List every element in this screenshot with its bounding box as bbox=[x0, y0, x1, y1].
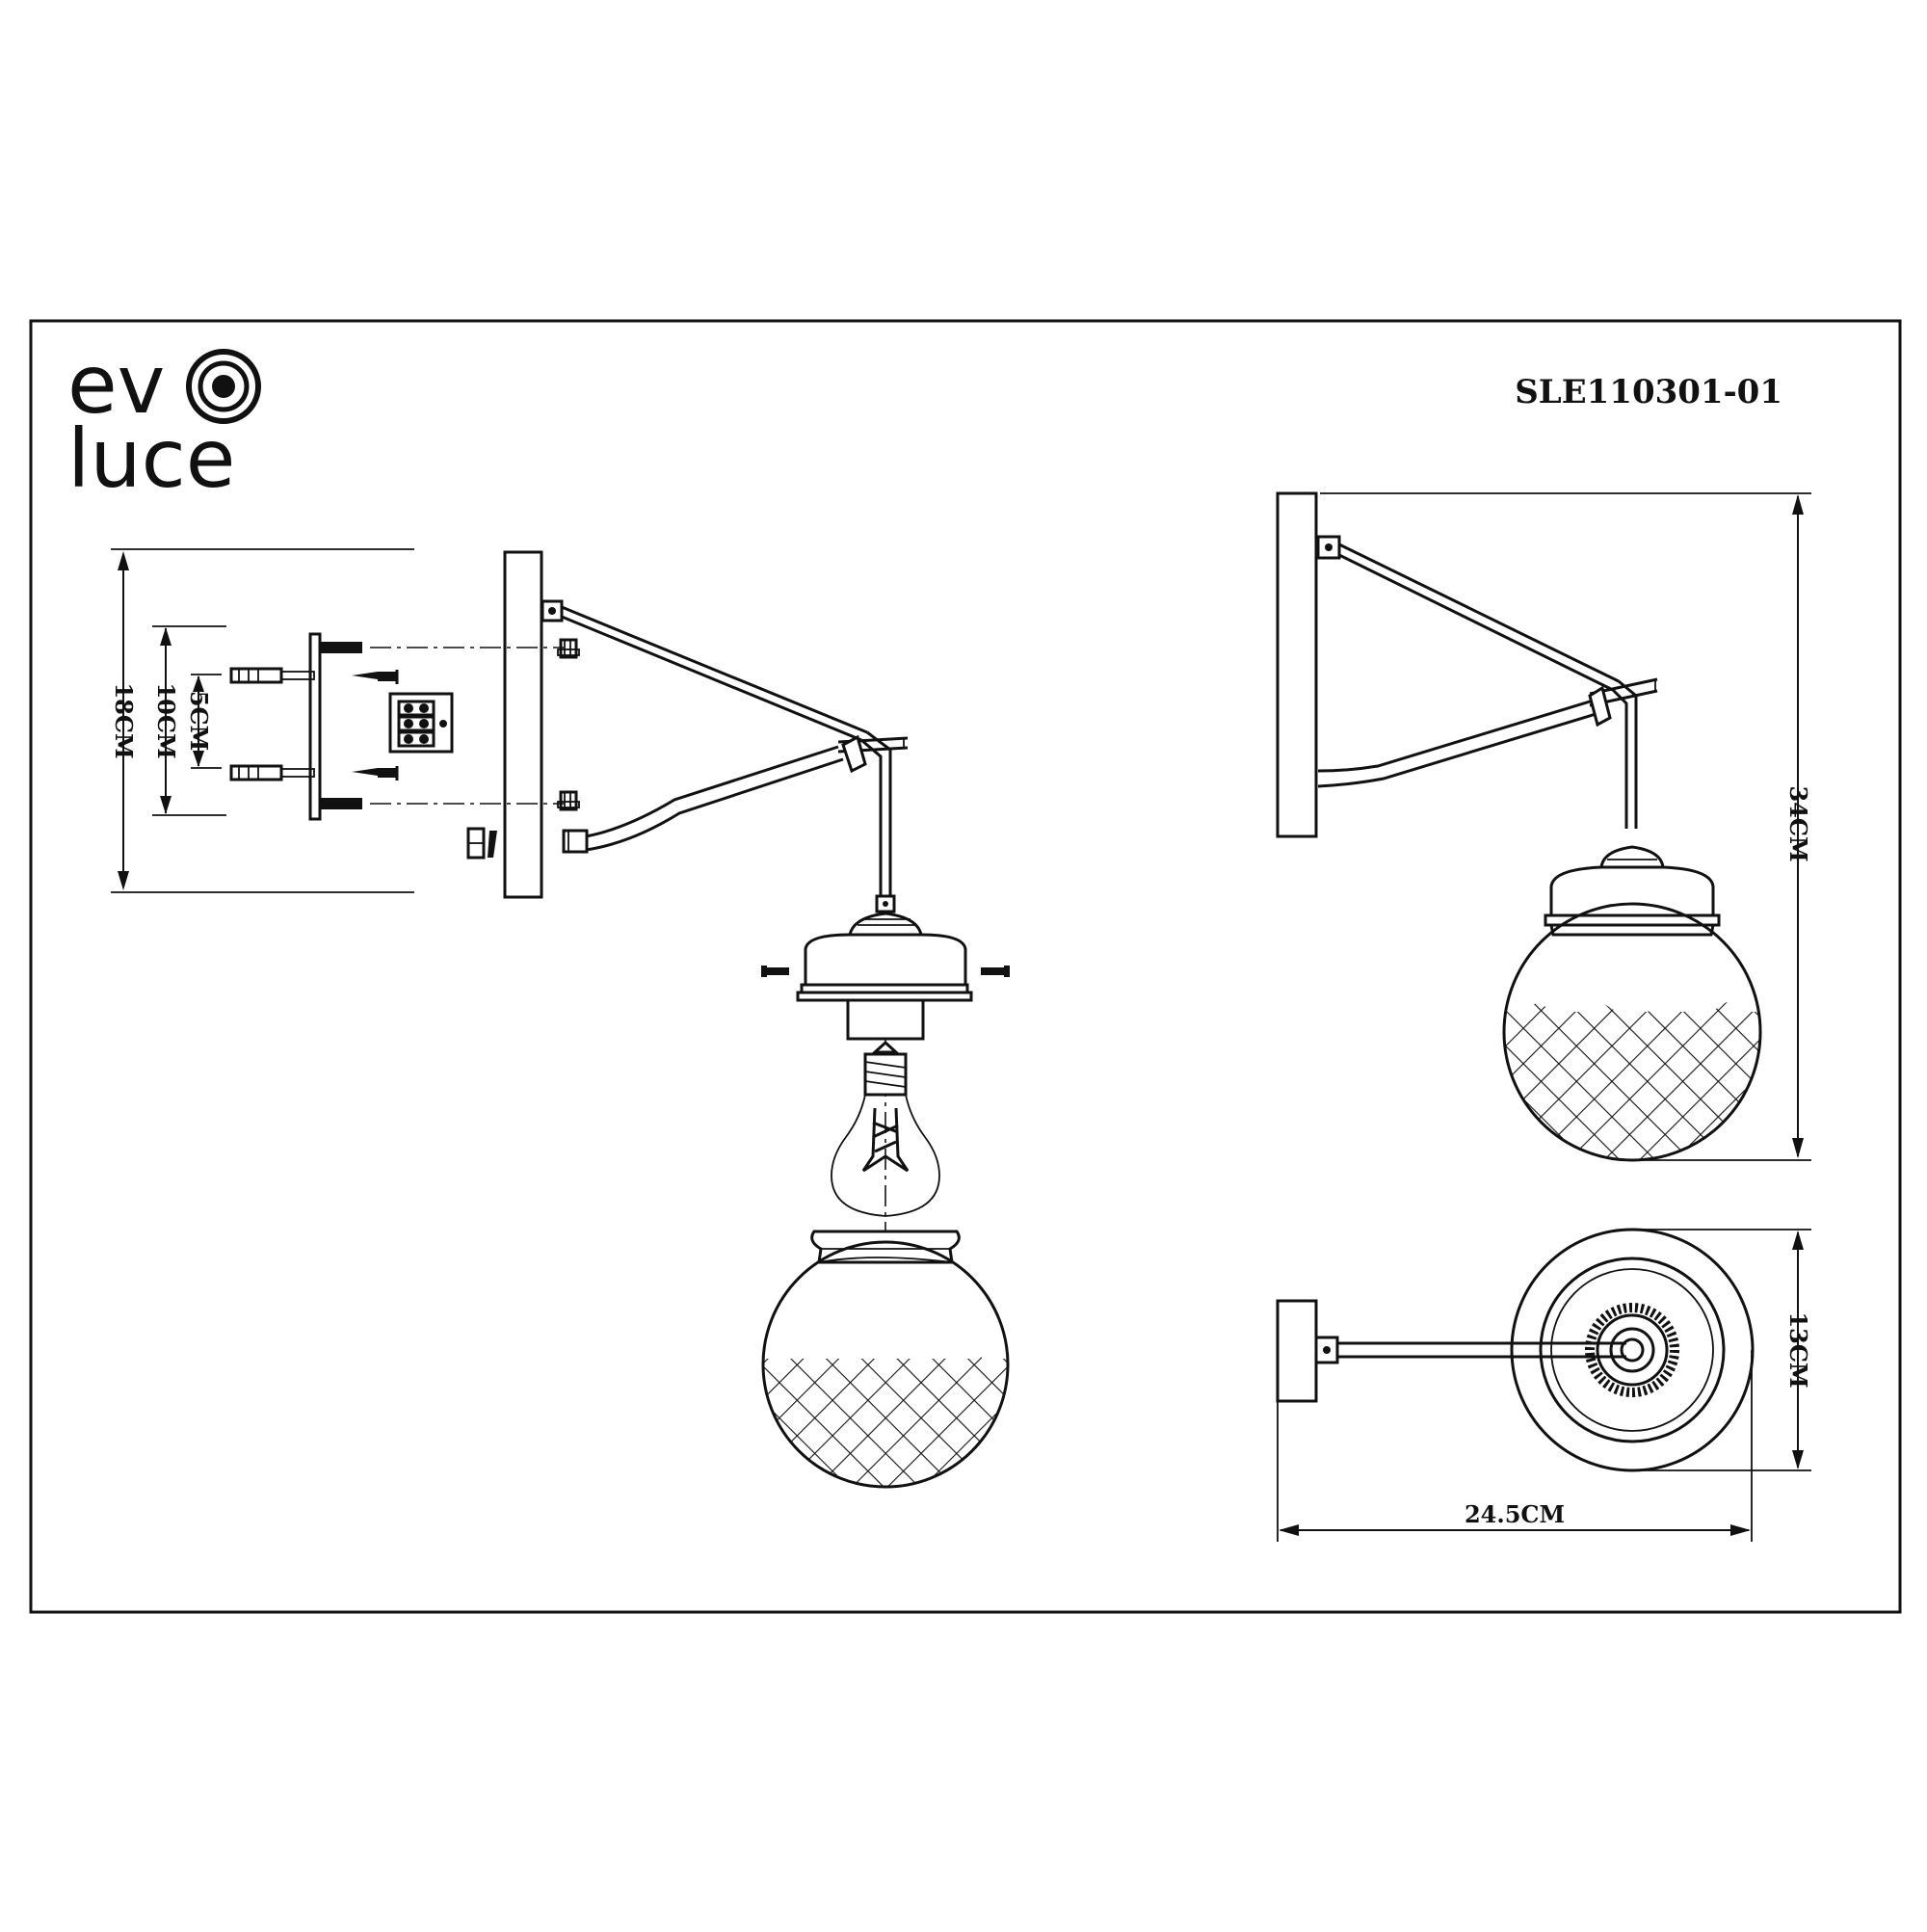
side-view-canopy bbox=[1276, 491, 1318, 838]
dim-shade-diameter: 13CM bbox=[1784, 1311, 1812, 1388]
light-bulb-icon bbox=[831, 1040, 940, 1217]
wall-anchor-lower bbox=[229, 764, 315, 781]
mounting-plate bbox=[308, 632, 322, 821]
drawing-frame bbox=[29, 319, 1902, 1614]
top-view-holder bbox=[1585, 1303, 1679, 1397]
brand-line-2: luce bbox=[67, 411, 235, 506]
wall-anchor-upper bbox=[229, 667, 315, 684]
lamp-holder bbox=[796, 894, 973, 1041]
left-dimension-lines bbox=[111, 548, 414, 893]
glass-globe-exploded bbox=[761, 1230, 1010, 1489]
lamp-arm bbox=[541, 599, 909, 896]
dim-mount-spacing: 10CM bbox=[152, 682, 180, 758]
set-screw-left bbox=[761, 966, 789, 977]
terminal-block bbox=[388, 692, 454, 754]
canopy-cap-lower bbox=[557, 790, 580, 811]
side-view-assembly bbox=[1276, 491, 1762, 1162]
wall-canopy bbox=[503, 550, 543, 899]
brand-line-1: ev bbox=[67, 337, 165, 432]
dim-total-height: 34CM bbox=[1784, 785, 1812, 861]
concentric-circle-o-icon bbox=[186, 349, 261, 424]
top-view-dimension-lines bbox=[1277, 1229, 1811, 1542]
plate-bolt-lower bbox=[320, 798, 362, 809]
canopy-cap-upper bbox=[557, 638, 580, 659]
brand-logo: ev luce bbox=[67, 337, 261, 506]
top-view-assembly bbox=[1276, 1228, 1755, 1472]
wood-screw-upper bbox=[352, 670, 399, 684]
height-dimension-lines bbox=[1320, 492, 1811, 1161]
dim-screw-spacing: 5CM bbox=[185, 691, 213, 751]
dim-plate-height: 18CM bbox=[110, 682, 138, 758]
set-screw-right bbox=[981, 966, 1010, 977]
model-number: SLE110301-01 bbox=[1515, 373, 1782, 411]
dim-projection: 24.5CM bbox=[1465, 1500, 1565, 1528]
nut-part bbox=[466, 827, 497, 860]
wood-screw-lower bbox=[352, 766, 399, 781]
plate-bolt-upper bbox=[320, 642, 362, 653]
